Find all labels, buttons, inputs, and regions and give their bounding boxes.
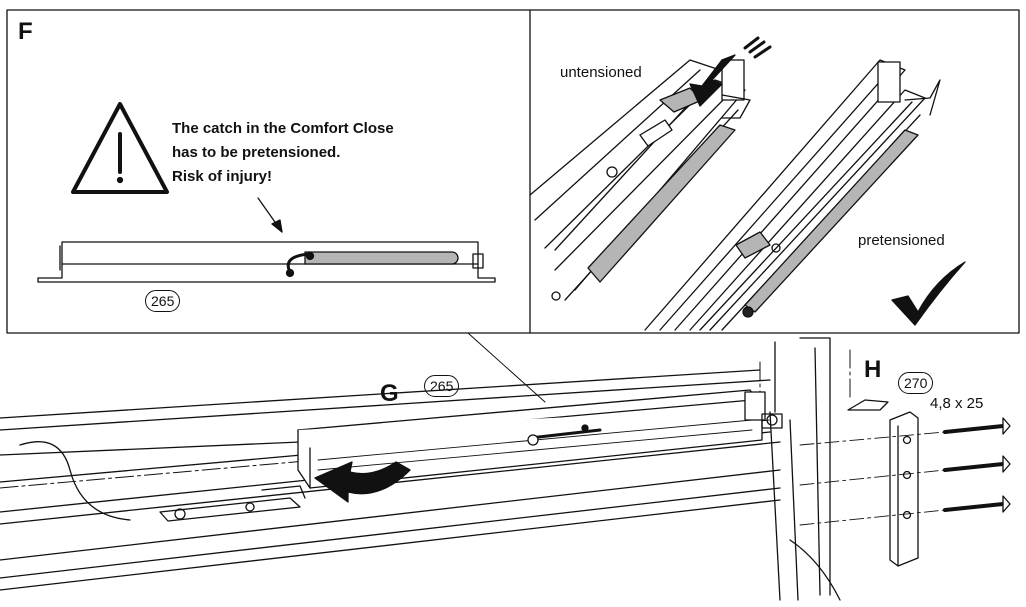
untensioned-label: untensioned [560,64,642,81]
screw-1 [943,417,1011,435]
rail-pretensioned [644,59,941,331]
panel-f-label: F [18,18,33,45]
screw-3 [943,495,1011,513]
checkmark-icon [891,261,966,326]
detail-leader-line [467,332,546,403]
pretension-push-arrow [689,54,736,107]
screw-2 [943,455,1011,473]
rail-untensioned [529,59,751,301]
bracket-270 [847,399,919,567]
screw-axis-lines [799,431,946,526]
step-h-label: H [864,356,882,383]
screw-size-label: 4,8 x 25 [930,395,984,412]
warning-line-1: The catch in the Comfort Close [172,120,394,137]
pretensioned-label: pretensioned [858,232,945,249]
comfort-close-housing [297,389,783,489]
step-g-label: G [380,380,399,407]
motion-lines [743,36,772,59]
part-number-270: 270 [898,372,934,394]
catch-lever [527,424,602,446]
part-number-265: 265 [424,375,460,397]
comfort-close-side-view [37,241,496,283]
warning-line-2: has to be pretensioned. [172,144,341,161]
warning-line-3: Risk of injury! [172,168,273,185]
mounting-plate [159,485,306,522]
part-number-265-panel-f: 265 [145,290,181,312]
pivot-direction-arrow [314,461,411,503]
